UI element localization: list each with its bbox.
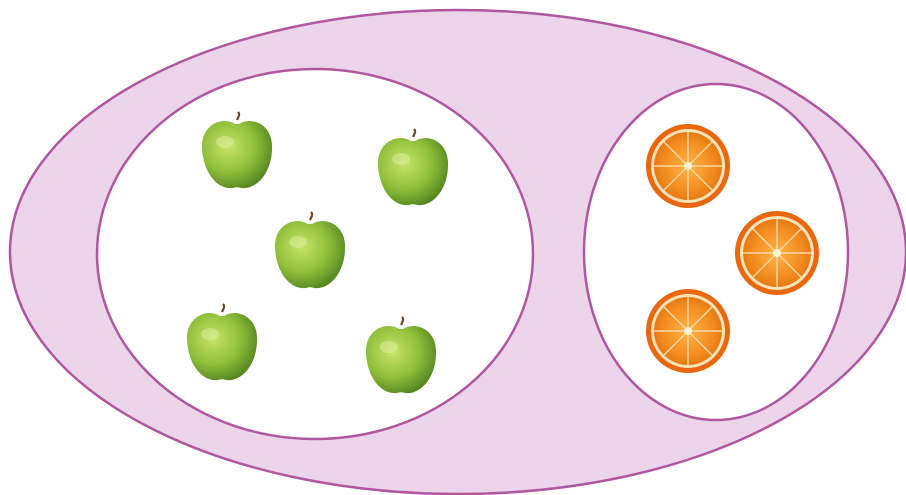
orange-slice-icon [646, 289, 730, 373]
orange-slice-icon [735, 211, 819, 295]
orange-slice-icon [646, 124, 730, 208]
